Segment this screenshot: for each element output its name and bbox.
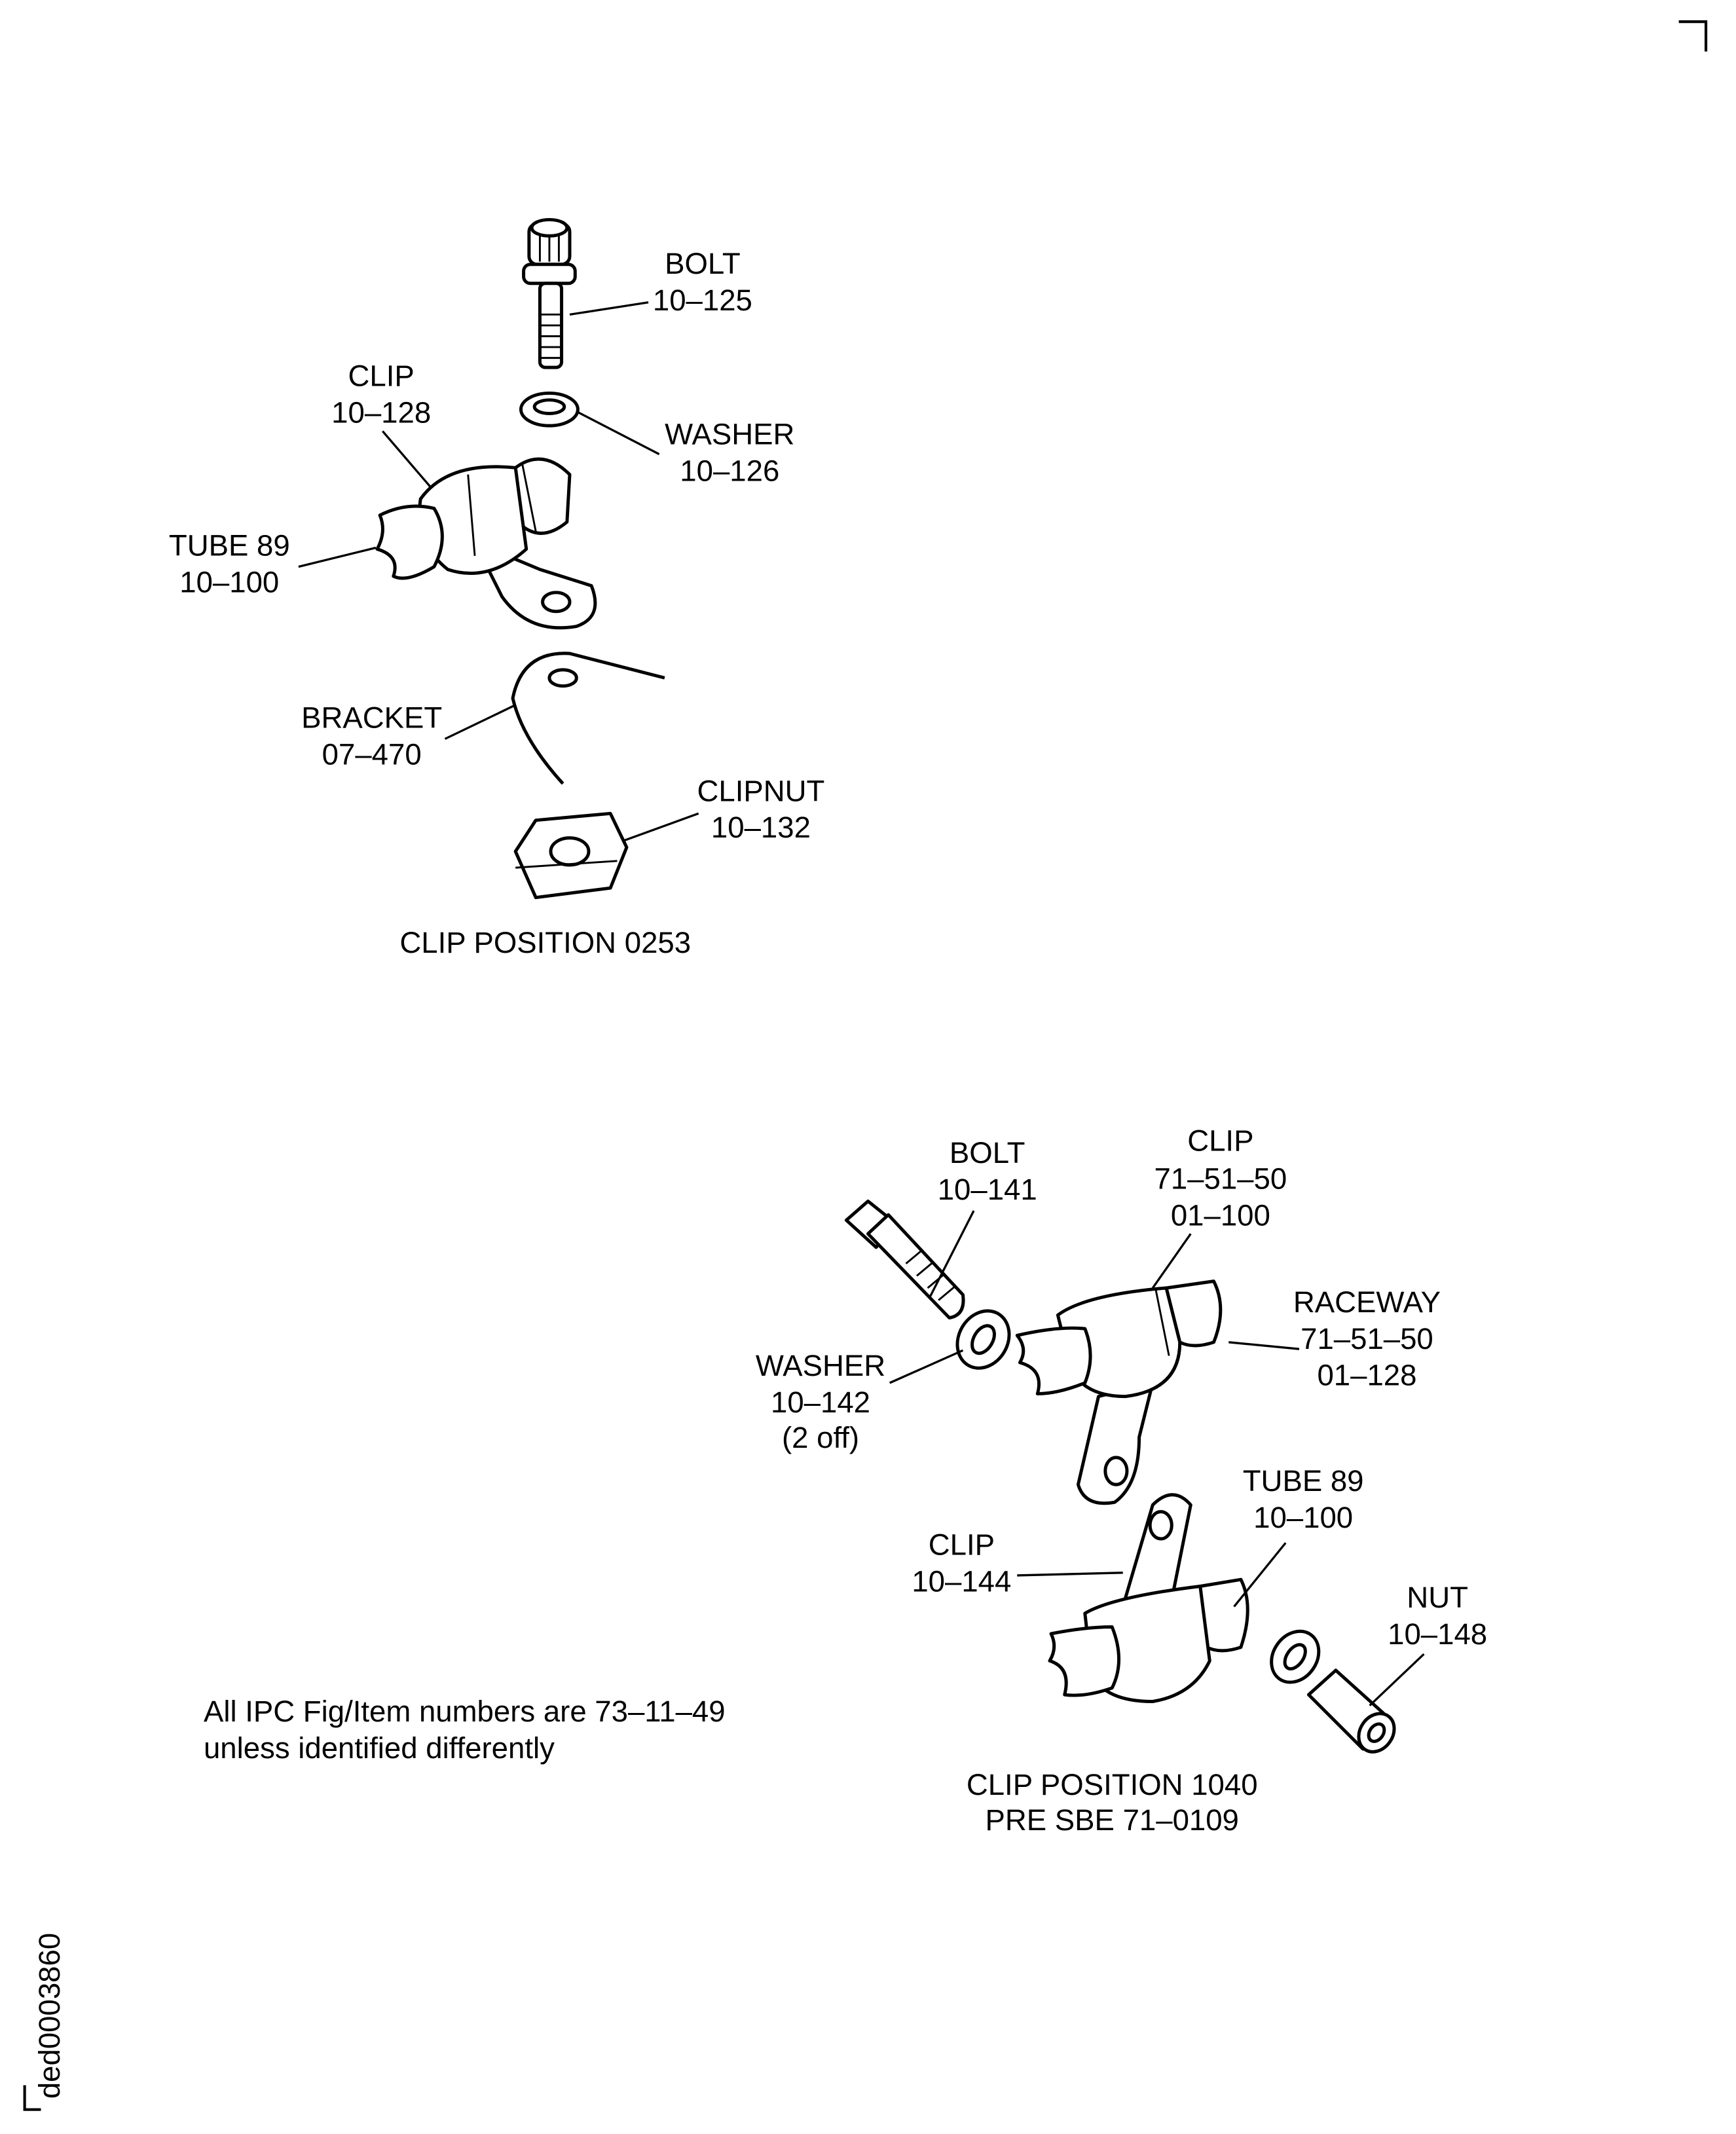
clip-label: CLIP bbox=[348, 359, 415, 393]
leader-lines-0253 bbox=[298, 301, 699, 842]
labels-1040: BOLT 10–141 CLIP 71–51–50 01–100 RACEWAY… bbox=[756, 1124, 1487, 1836]
position-1040-title: CLIP POSITION 1040 bbox=[967, 1768, 1258, 1801]
tube-label: TUBE 89 bbox=[1243, 1464, 1364, 1498]
position-0253-title: CLIP POSITION 0253 bbox=[399, 926, 691, 959]
bolt-10-141-drawing bbox=[844, 1199, 965, 1320]
bolt-10-125-drawing bbox=[522, 217, 577, 369]
bracket-label: BRACKET bbox=[301, 701, 442, 734]
tube-ref: 10–100 bbox=[1253, 1501, 1353, 1534]
position-1040-subtitle: PRE SBE 71–0109 bbox=[985, 1803, 1238, 1837]
clip-10-128-drawing bbox=[375, 457, 597, 630]
washer-label: WASHER bbox=[756, 1349, 885, 1382]
nut-ref: 10–148 bbox=[1388, 1617, 1487, 1651]
drawing-id: ded0003860 bbox=[33, 1933, 66, 2099]
raceway-ref1: 71–51–50 bbox=[1301, 1322, 1433, 1355]
washer-ref: 10–126 bbox=[680, 454, 779, 488]
clip-lower-ref: 10–144 bbox=[912, 1564, 1011, 1598]
bracket-ref: 07–470 bbox=[322, 737, 422, 771]
clip-10-144-drawing bbox=[1048, 1493, 1249, 1703]
washer-ref: 10–142 bbox=[771, 1386, 870, 1419]
clipnut-10-132-drawing bbox=[513, 811, 629, 900]
bolt-ref: 10–125 bbox=[653, 284, 752, 317]
nut-10-148-drawing bbox=[1306, 1668, 1396, 1754]
clipnut-label: CLIPNUT bbox=[697, 774, 824, 807]
clipnut-ref: 10–132 bbox=[711, 811, 811, 844]
washer-10-142-lower-drawing bbox=[1270, 1629, 1321, 1684]
note-line-2: unless identified differently bbox=[204, 1731, 555, 1765]
clip-ref: 10–128 bbox=[331, 396, 431, 430]
clip-upper-label: CLIP bbox=[1187, 1124, 1253, 1157]
clip-upper-ref2: 01–100 bbox=[1171, 1198, 1270, 1232]
bolt-label: BOLT bbox=[665, 247, 741, 280]
clip-lower-label: CLIP bbox=[929, 1528, 995, 1561]
washer-label: WASHER bbox=[665, 418, 794, 451]
bolt-ref: 10–141 bbox=[938, 1173, 1037, 1206]
corner-mark-top-right bbox=[1678, 20, 1708, 52]
nut-label: NUT bbox=[1407, 1581, 1468, 1614]
bolt-label: BOLT bbox=[950, 1136, 1025, 1169]
washer-qty: (2 off) bbox=[782, 1421, 859, 1454]
tube-label: TUBE 89 bbox=[169, 529, 290, 562]
labels-0253: BOLT 10–125 CLIP 10–128 WASHER 10–126 TU… bbox=[169, 247, 824, 959]
washer-10-126-drawing bbox=[519, 391, 580, 428]
corner-mark-bottom-left bbox=[23, 2085, 41, 2111]
raceway-label: RACEWAY bbox=[1293, 1285, 1441, 1319]
tube-ref: 10–100 bbox=[179, 565, 279, 598]
note-line-1: All IPC Fig/Item numbers are 73–11–49 bbox=[204, 1695, 726, 1728]
clip-71-51-50-drawing bbox=[1015, 1279, 1223, 1505]
clip-upper-ref1: 71–51–50 bbox=[1154, 1162, 1287, 1195]
washer-10-142-upper-drawing bbox=[955, 1309, 1011, 1370]
raceway-ref2: 01–128 bbox=[1317, 1359, 1416, 1392]
bracket-07-470-drawing bbox=[511, 652, 665, 785]
leader-lines-1040 bbox=[889, 1210, 1425, 1706]
